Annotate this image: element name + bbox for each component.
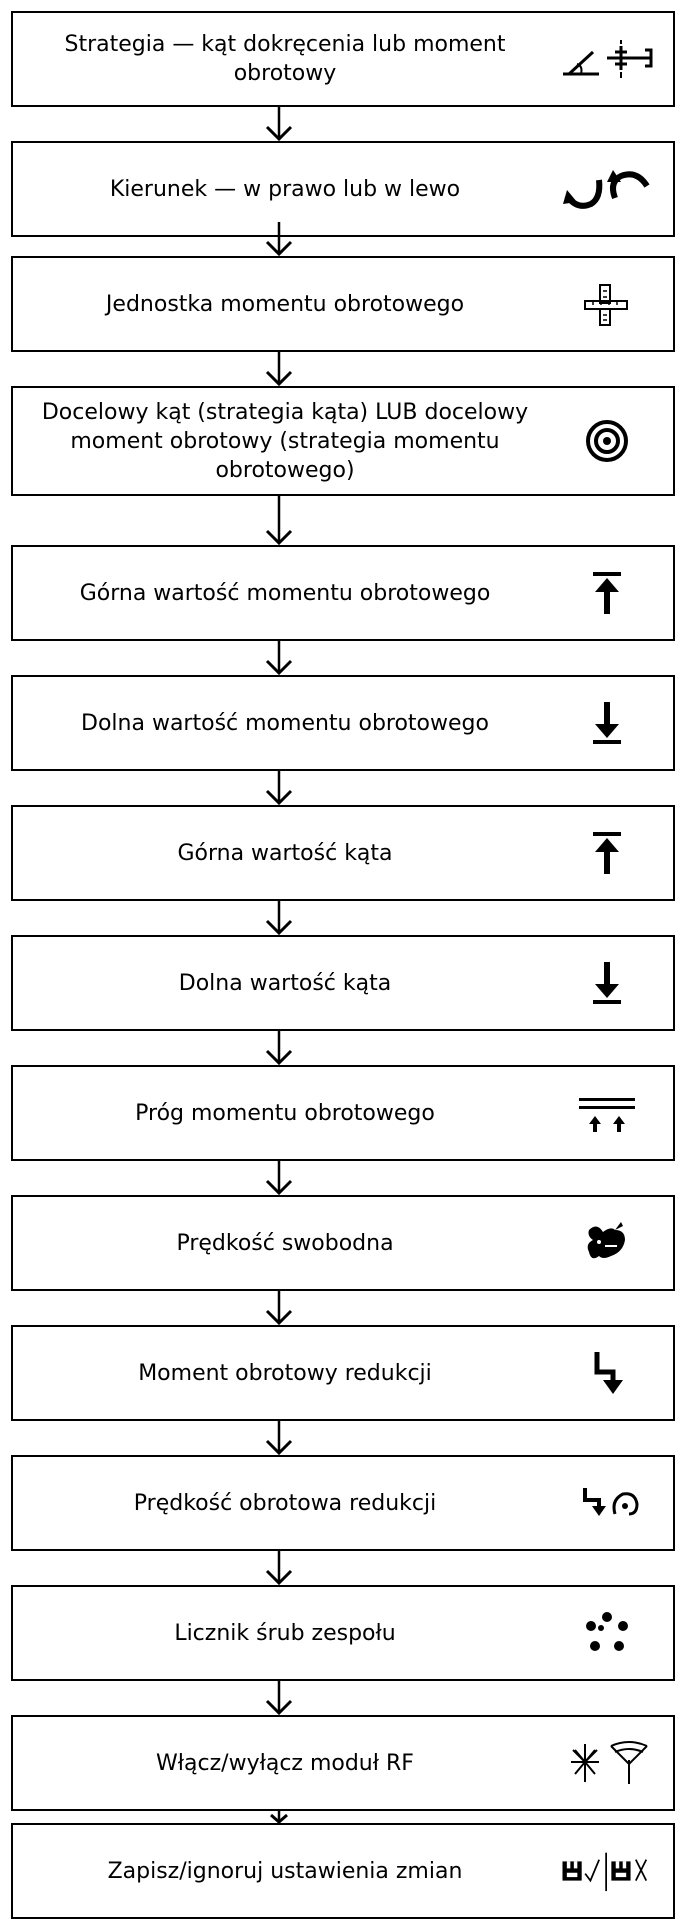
step-label: Licznik śrub zespołu xyxy=(174,1620,396,1646)
step-label: Próg momentu obrotowego xyxy=(135,1100,435,1126)
step-label: Górna wartość momentu obrotowego xyxy=(79,580,491,606)
flow-arrow xyxy=(265,496,293,545)
flow-step-save-discard: Zapisz/ignoruj ustawienia zmian xyxy=(11,1823,675,1919)
upper-limit-icon xyxy=(559,823,655,883)
flow-step-direction: Kierunek — w prawo lub w lewo xyxy=(11,141,675,237)
step-label: Prędkość swobodna xyxy=(176,1230,394,1256)
rf-module-icon xyxy=(559,1733,655,1793)
flow-step-torque-unit: Jednostka momentu obrotowego xyxy=(11,256,675,352)
flow-step-lower-angle: Dolna wartość kąta xyxy=(11,935,675,1031)
downshift-icon xyxy=(559,1343,655,1403)
flow-arrow xyxy=(265,1291,293,1325)
flow-step-upper-angle: Górna wartość kąta xyxy=(11,805,675,901)
flow-arrow xyxy=(270,1811,288,1823)
threshold-icon xyxy=(559,1083,655,1143)
flow-arrow xyxy=(265,1161,293,1195)
step-label: Dolna wartość momentu obrotowego xyxy=(81,710,489,736)
target-icon xyxy=(559,411,655,471)
flow-step-torque-threshold: Próg momentu obrotowego xyxy=(11,1065,675,1161)
flow-arrow xyxy=(265,1681,293,1715)
flow-arrow xyxy=(265,352,293,386)
rabbit-icon xyxy=(559,1213,655,1273)
step-label: Moment obrotowy redukcji xyxy=(138,1360,432,1386)
flow-step-free-speed: Prędkość swobodna xyxy=(11,1195,675,1291)
step-label: Górna wartość kąta xyxy=(177,840,393,866)
flow-arrow xyxy=(265,1031,293,1065)
flow-arrow xyxy=(265,222,293,256)
angle-torque-strategy-icon xyxy=(559,29,655,89)
flow-arrow xyxy=(265,901,293,935)
flow-step-downshift-speed: Prędkość obrotowa redukcji xyxy=(11,1455,675,1551)
step-label: Prędkość obrotowa redukcji xyxy=(133,1490,437,1516)
flow-step-rf-module: Włącz/wyłącz moduł RF xyxy=(11,1715,675,1811)
flow-step-bolt-counter: Licznik śrub zespołu xyxy=(11,1585,675,1681)
upper-limit-icon xyxy=(559,563,655,623)
flow-step-lower-torque: Dolna wartość momentu obrotowego xyxy=(11,675,675,771)
step-label: Kierunek — w prawo lub w lewo xyxy=(109,176,461,202)
flow-step-downshift-torque: Moment obrotowy redukcji xyxy=(11,1325,675,1421)
direction-arrows-icon xyxy=(559,159,655,219)
save-discard-icon xyxy=(559,1841,655,1901)
step-label: Strategia — kąt dokręcenia lub moment ob… xyxy=(64,32,506,86)
bolt-count-icon xyxy=(559,1603,655,1663)
flow-arrow xyxy=(265,107,293,141)
step-label: Zapisz/ignoruj ustawienia zmian xyxy=(107,1858,463,1884)
flow-arrow xyxy=(265,1551,293,1585)
lower-limit-icon xyxy=(559,693,655,753)
lower-limit-icon xyxy=(559,953,655,1013)
flow-arrow xyxy=(265,771,293,805)
flow-step-strategy: Strategia — kąt dokręcenia lub moment ob… xyxy=(11,11,675,107)
flow-arrow xyxy=(265,1421,293,1455)
flow-arrow xyxy=(265,641,293,675)
step-label: Docelowy kąt (strategia kąta) LUB docelo… xyxy=(41,399,529,483)
step-label: Jednostka momentu obrotowego xyxy=(105,291,465,317)
step-label: Dolna wartość kąta xyxy=(178,970,392,996)
torque-unit-icon xyxy=(559,274,655,334)
step-label: Włącz/wyłącz moduł RF xyxy=(156,1750,414,1776)
flow-step-target: Docelowy kąt (strategia kąta) LUB docelo… xyxy=(11,386,675,496)
downshift-speed-icon xyxy=(559,1473,655,1533)
flow-step-upper-torque: Górna wartość momentu obrotowego xyxy=(11,545,675,641)
